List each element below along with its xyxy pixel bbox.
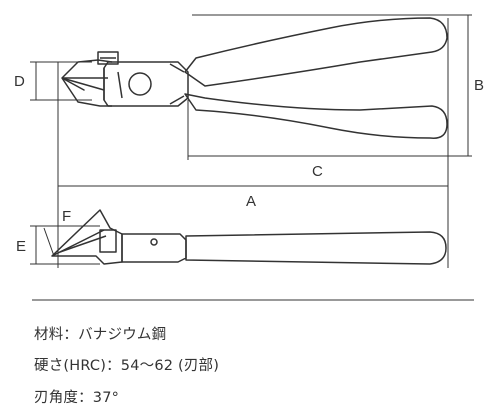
dim-label-e: E xyxy=(16,238,26,255)
lower-handle xyxy=(184,93,448,139)
pliers-side-view xyxy=(51,209,447,265)
side-pivot-hole xyxy=(150,238,158,246)
dimension-lines xyxy=(30,14,472,268)
pivot-circle xyxy=(128,72,152,96)
spec-blade-angle: 刃角度：37° xyxy=(34,390,120,406)
dim-label-a: A xyxy=(246,193,256,210)
side-spring-block xyxy=(99,229,117,253)
dim-label-f: F xyxy=(62,208,71,225)
spring-screw xyxy=(97,51,119,65)
pliers-top-view xyxy=(61,17,448,139)
dim-label-c: C xyxy=(312,163,323,180)
plier-body xyxy=(103,61,189,107)
side-jaw xyxy=(51,209,123,265)
dim-label-d: D xyxy=(14,73,25,90)
upper-handle xyxy=(184,17,448,87)
spec-material: 材料：バナジウム鋼 xyxy=(34,327,167,343)
side-handle xyxy=(185,231,447,265)
spec-hardness: 硬さ(HRC)：54〜62 (刃部) xyxy=(34,358,220,374)
dim-label-b: B xyxy=(474,77,484,94)
jaw-head xyxy=(61,59,113,107)
side-body xyxy=(121,233,187,263)
